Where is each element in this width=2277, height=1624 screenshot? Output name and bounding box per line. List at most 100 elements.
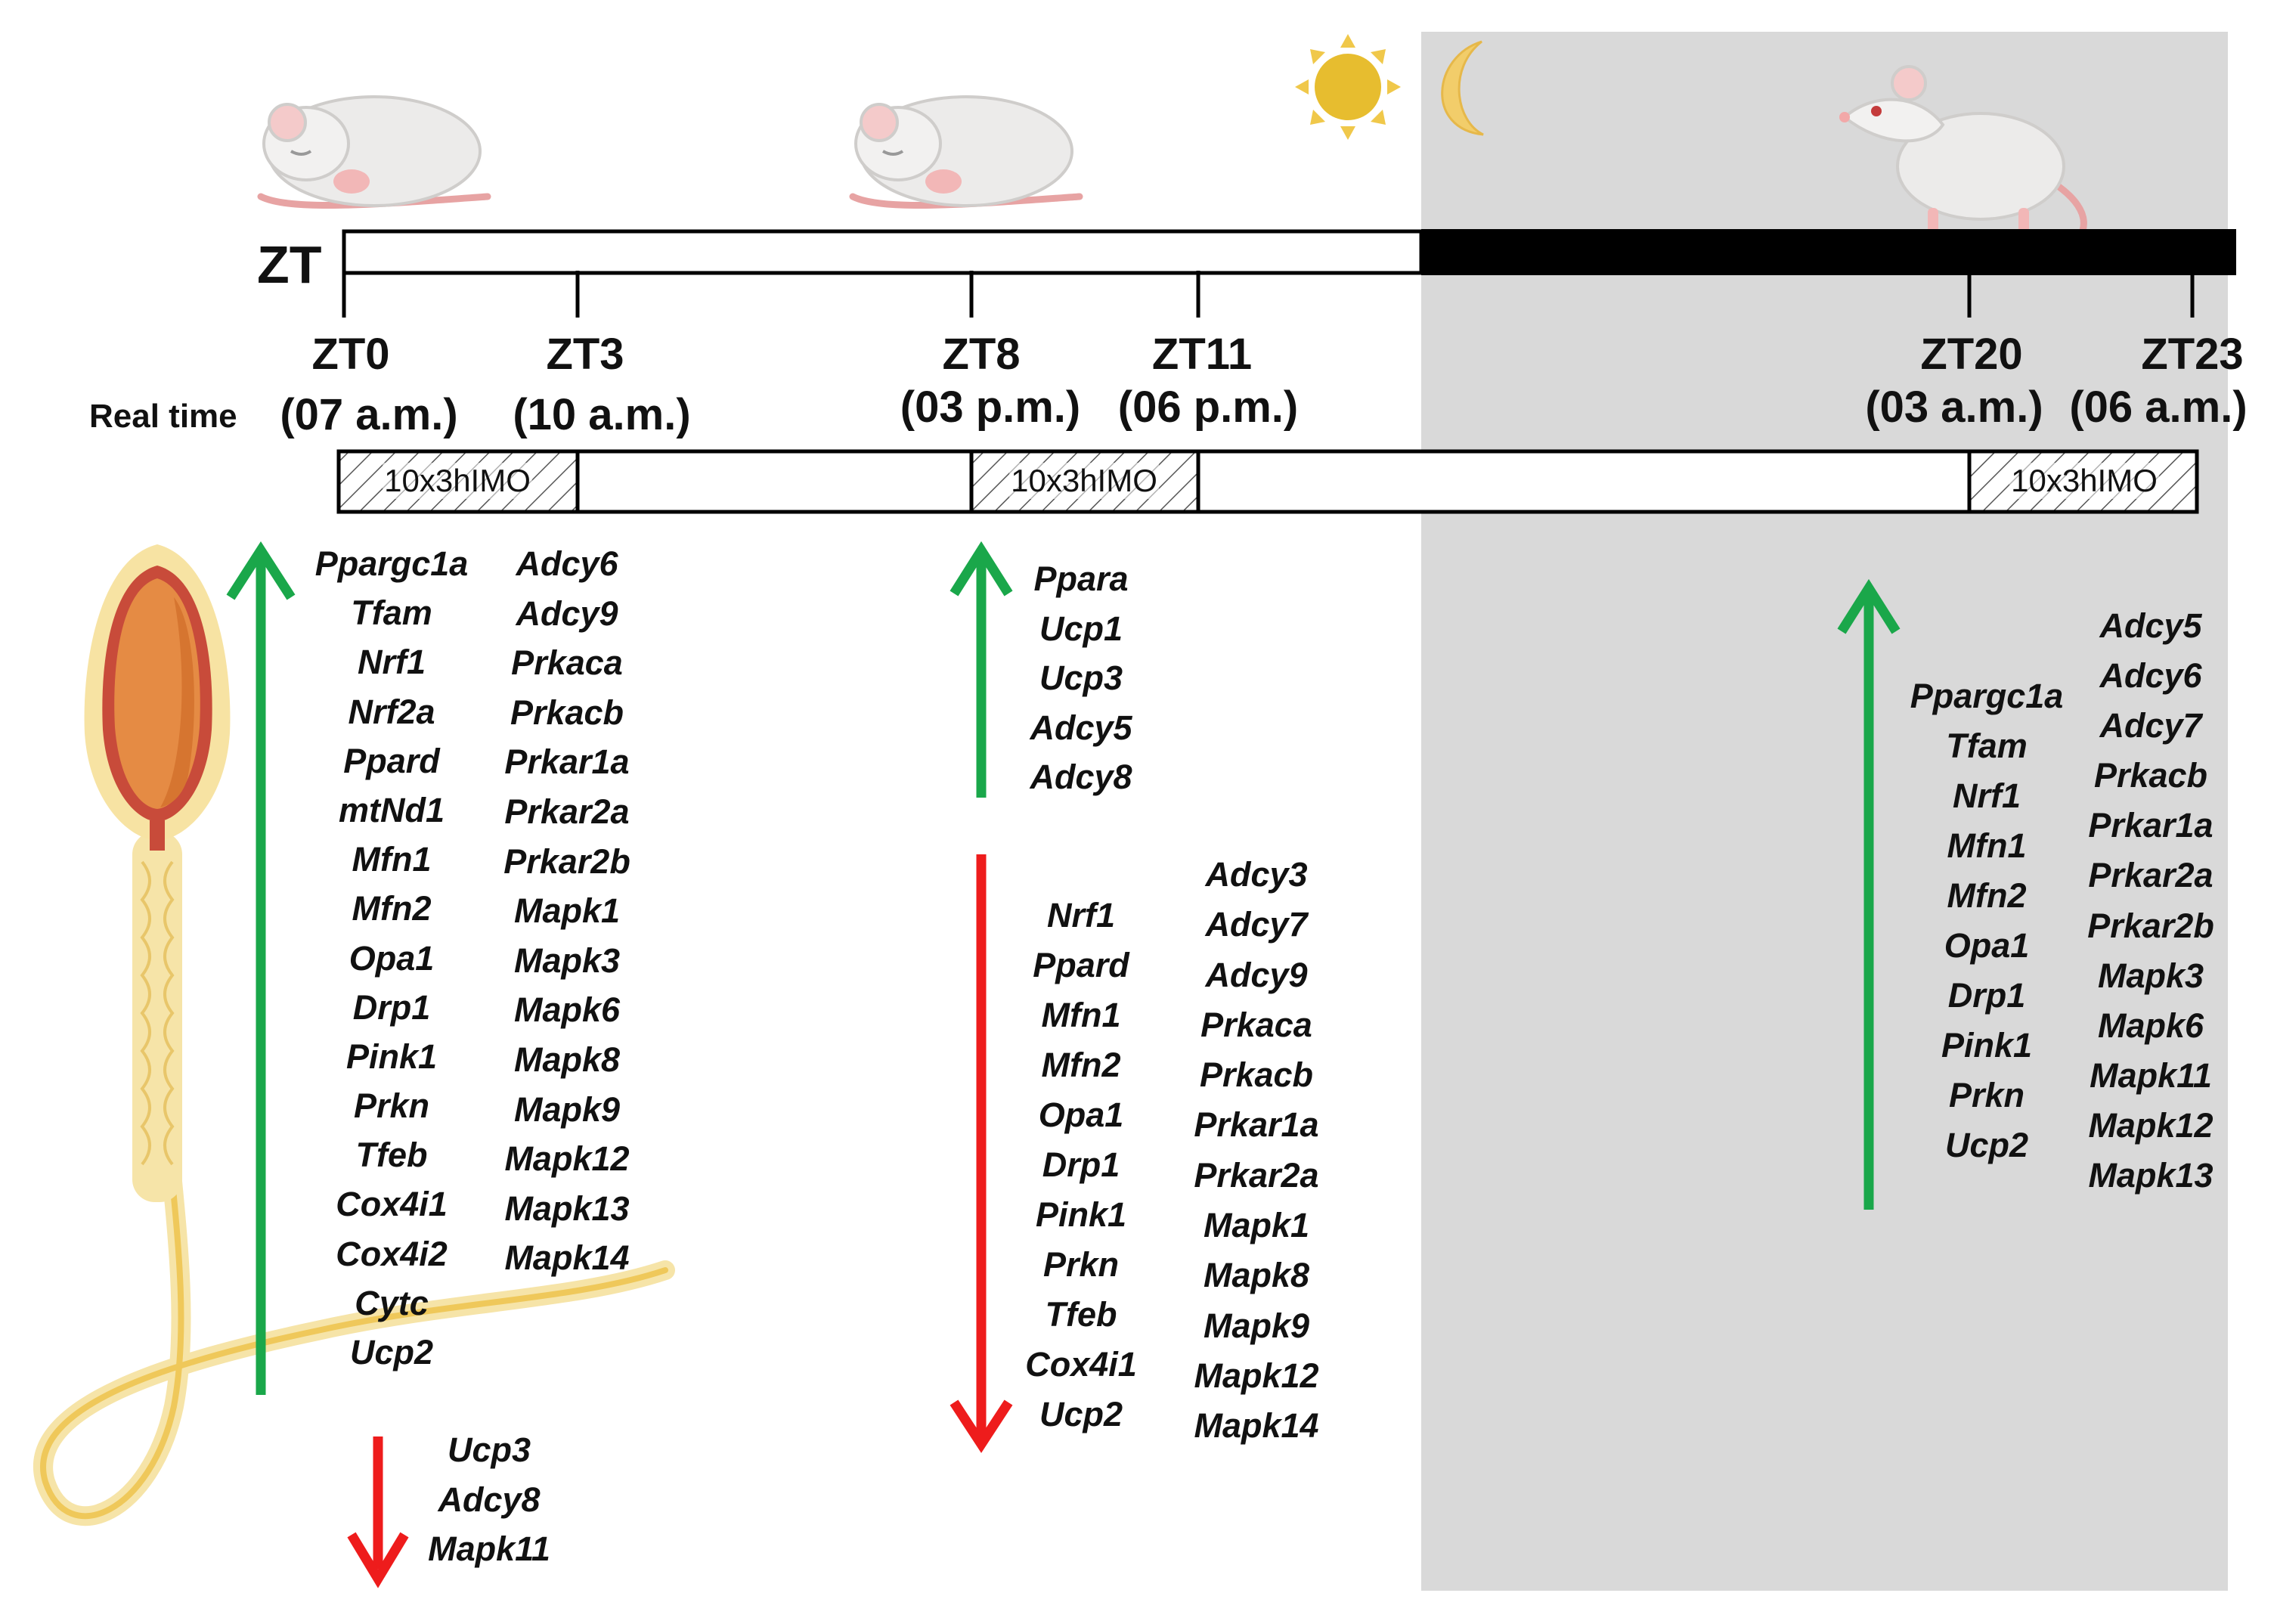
gene-label: Drp1 xyxy=(1042,1145,1120,1184)
gene-label: Ppard xyxy=(1033,946,1129,984)
gene-label: Ucp3 xyxy=(1039,659,1123,697)
gene-label: Pink1 xyxy=(1035,1195,1127,1234)
gene-label: Ppargc1a xyxy=(314,544,469,583)
gene-label: Opa1 xyxy=(349,938,435,978)
sleeping-rat-icon xyxy=(257,95,491,209)
gene-label: Ppara xyxy=(1033,559,1129,598)
sleeping-rat-icon xyxy=(849,95,1083,209)
gene-label: Drp1 xyxy=(1947,976,2026,1015)
gene-label: Adcy9 xyxy=(1205,955,1308,994)
gene-label: Prkar1a xyxy=(504,742,630,782)
tick-marks xyxy=(342,271,2195,318)
gene-label: Adcy9 xyxy=(516,594,618,633)
sperm-cell-icon xyxy=(33,544,675,1526)
gene-label: Ucp2 xyxy=(1039,1395,1123,1433)
moon-icon xyxy=(1441,40,1484,136)
protocol-label-zt0: 10x3hIMO xyxy=(383,463,532,499)
gene-label: Mfn2 xyxy=(352,889,432,928)
gene-label: Cytc xyxy=(355,1283,429,1322)
gene-label: Prkacb xyxy=(510,693,624,732)
gene-label: Adcy5 xyxy=(1030,708,1132,747)
real-time-zt0: (07 a.m.) xyxy=(280,390,458,439)
protocol-label-zt8: 10x3hIMO xyxy=(1009,463,1159,499)
gene-label: Adcy3 xyxy=(1205,855,1308,894)
gene-label: Mfn2 xyxy=(1947,876,2027,915)
gene-label: Prkn xyxy=(353,1086,430,1126)
gene-label: Tfeb xyxy=(355,1136,428,1175)
tick-label-zt23: ZT23 xyxy=(2141,330,2244,379)
night-shading xyxy=(1421,32,2228,1591)
gene-label: Mapk11 xyxy=(428,1529,550,1568)
gene-label: Adcy7 xyxy=(1205,905,1308,944)
gene-label: Prkn xyxy=(1042,1245,1120,1284)
day-bar xyxy=(342,229,1424,275)
gene-label: Mapk14 xyxy=(1194,1406,1319,1446)
gene-label: Mapk12 xyxy=(1194,1356,1319,1395)
zt0-down-arrow xyxy=(347,1436,409,1588)
real-time-zt20: (03 a.m.) xyxy=(1865,383,2043,432)
tick-label-zt3: ZT3 xyxy=(546,330,624,379)
real-time-zt8: (03 p.m.) xyxy=(900,383,1081,432)
gene-label: Mapk8 xyxy=(513,1040,621,1079)
gene-label: Mapk3 xyxy=(2097,956,2204,995)
gene-label: Mapk1 xyxy=(513,891,621,931)
gene-label: Pink1 xyxy=(345,1037,438,1076)
gene-label: Mapk12 xyxy=(2088,1105,2213,1145)
gene-label: Ppard xyxy=(343,741,440,780)
gene-label: Prkacb xyxy=(1199,1055,1314,1095)
gene-label: Adcy6 xyxy=(2099,656,2202,696)
gene-label: Mapk8 xyxy=(1203,1256,1310,1295)
gene-label: Tfeb xyxy=(1045,1295,1117,1334)
tick-label-zt11: ZT11 xyxy=(1151,330,1253,379)
gene-label: Prkaca xyxy=(1200,1005,1312,1044)
gene-label: Nrf1 xyxy=(357,643,426,682)
gene-label: Prkar2a xyxy=(1194,1155,1319,1195)
gene-label: Cox4i1 xyxy=(336,1185,448,1224)
gene-label: Ucp2 xyxy=(1944,1126,2029,1164)
gene-label: Opa1 xyxy=(1944,926,2030,965)
gene-label: Mfn1 xyxy=(1947,826,2027,865)
gene-label: Mfn1 xyxy=(352,840,432,879)
gene-label: Mfn1 xyxy=(1041,996,1121,1034)
real-time-zt23: (06 a.m.) xyxy=(2069,383,2248,432)
gene-label: Prkar1a xyxy=(2088,806,2213,845)
real-time-zt11: (06 p.m.) xyxy=(1117,383,1299,432)
zt8-up-arrow xyxy=(950,541,1013,798)
gene-label: Prkaca xyxy=(511,643,623,683)
gene-label: Tfam xyxy=(351,594,432,633)
gene-label: Mapk14 xyxy=(504,1238,630,1278)
tick-label-zt0: ZT0 xyxy=(311,330,390,379)
gene-label: Drp1 xyxy=(352,987,431,1027)
gene-label: Mapk6 xyxy=(513,990,621,1030)
gene-label: Mapk12 xyxy=(504,1139,630,1179)
protocol-segment xyxy=(336,449,580,514)
gene-label: Pink1 xyxy=(1941,1026,2033,1065)
gene-label: Adcy6 xyxy=(516,544,618,583)
gene-label: Prkar2b xyxy=(2087,906,2214,945)
gene-label: Ucp3 xyxy=(447,1430,531,1469)
gene-label: Nrf2a xyxy=(348,692,435,731)
zt8-down-arrow xyxy=(950,854,1013,1453)
gene-label: Ucp2 xyxy=(349,1333,434,1371)
real-time-label: Real time xyxy=(89,398,237,435)
tick-label-zt8: ZT8 xyxy=(942,330,1021,379)
gene-label: Prkar2b xyxy=(503,841,630,881)
gene-label: Cox4i2 xyxy=(336,1234,448,1273)
gene-label: mtNd1 xyxy=(338,790,445,829)
gene-label: Prkacb xyxy=(2093,756,2208,795)
gene-label: Mapk6 xyxy=(2097,1006,2204,1045)
tick-label-zt20: ZT20 xyxy=(1920,330,2023,379)
gene-label: Adcy8 xyxy=(1030,758,1132,796)
gene-label: Nrf1 xyxy=(1046,896,1116,934)
gene-label: Prkar2a xyxy=(2088,856,2213,895)
gene-label: Mapk9 xyxy=(1203,1306,1310,1345)
gene-label: Adcy8 xyxy=(438,1480,541,1519)
sun-icon xyxy=(1295,34,1401,140)
